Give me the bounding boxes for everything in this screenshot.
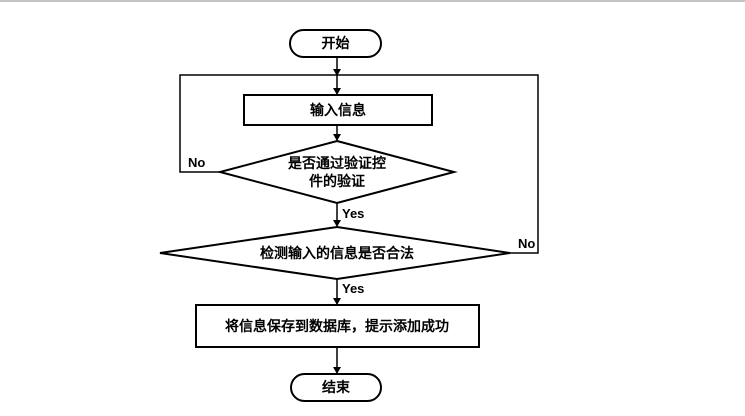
end-node: 结束 <box>290 373 382 402</box>
save-node: 将信息保存到数据库，提示添加成功 <box>195 304 480 348</box>
end-label: 结束 <box>322 379 351 396</box>
edge-label-no-2: No <box>518 236 535 251</box>
arrowhead-validation <box>333 134 341 141</box>
arrowhead-input <box>333 88 341 95</box>
legal-decision: 检测输入的信息是否合法 <box>159 225 511 281</box>
arrowhead-end <box>333 367 341 374</box>
start-node: 开始 <box>289 29 382 58</box>
validation-decision: 是否通过验证控 件的验证 <box>216 139 458 205</box>
arrowhead-save <box>333 298 341 305</box>
edge-label-no-1: No <box>188 155 205 170</box>
connector-legal-no-loop <box>337 74 539 254</box>
arrowhead-merge <box>333 69 341 76</box>
edge-label-yes-2: Yes <box>342 281 364 296</box>
validation-label-line-1: 是否通过验证控 <box>288 155 386 172</box>
legal-label: 检测输入的信息是否合法 <box>260 245 414 262</box>
save-label: 将信息保存到数据库，提示添加成功 <box>225 318 449 335</box>
arrowhead-legal <box>333 220 341 227</box>
connector-validation-no-loop <box>179 74 337 173</box>
input-label: 输入信息 <box>310 102 366 119</box>
input-node: 输入信息 <box>243 94 433 126</box>
edge-label-yes-1: Yes <box>342 206 364 221</box>
start-label: 开始 <box>322 35 350 52</box>
validation-label-line-2: 件的验证 <box>309 173 365 190</box>
